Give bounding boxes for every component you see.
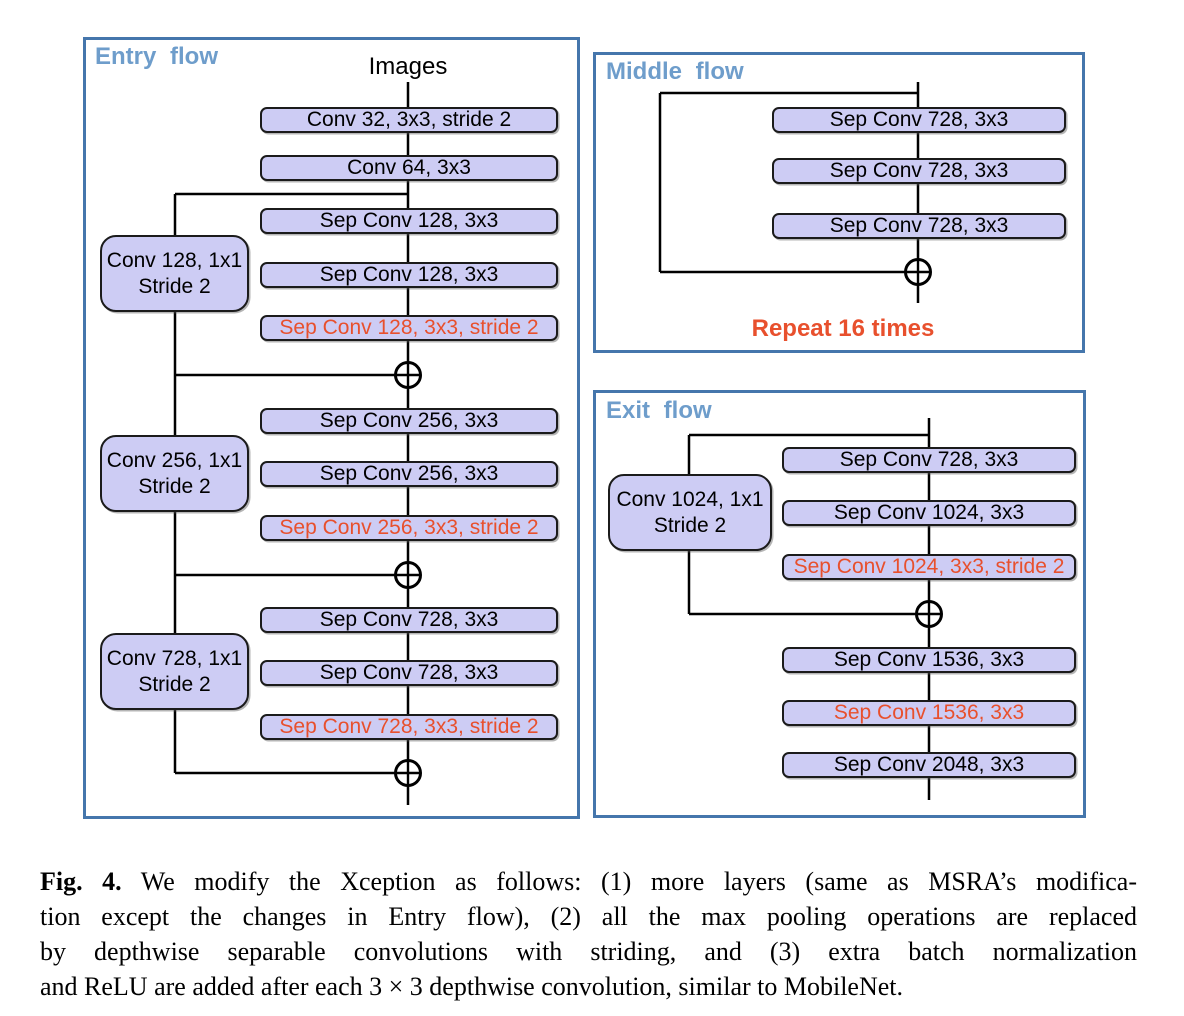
exit-node-sepconv1536-a: Sep Conv 1536, 3x3 <box>782 647 1076 673</box>
entry-node-sepconv728-a: Sep Conv 728, 3x3 <box>260 607 558 633</box>
middle-node-sepconv728-c: Sep Conv 728, 3x3 <box>772 213 1066 239</box>
skip-node-line1: Conv 256, 1x1 <box>106 448 243 472</box>
entry-node-sepconv256-b: Sep Conv 256, 3x3 <box>260 461 558 487</box>
middle-flow-panel <box>593 52 1085 353</box>
entry-flow-panel <box>83 37 580 819</box>
caption-figure-number: Fig. 4. <box>40 867 122 896</box>
images-label: Images <box>368 53 448 80</box>
entry-node-conv64: Conv 64, 3x3 <box>260 155 558 181</box>
exit-flow-panel <box>593 390 1086 818</box>
skip-node-line1: Conv 728, 1x1 <box>106 646 243 670</box>
entry-flow-title: Entry flow <box>95 43 219 70</box>
entry-skip-node-conv128: Conv 128, 1x1 Stride 2 <box>100 235 249 312</box>
entry-skip-node-conv728: Conv 728, 1x1 Stride 2 <box>100 633 249 710</box>
exit-flow-title: Exit flow <box>606 397 712 424</box>
middle-node-sepconv728-a: Sep Conv 728, 3x3 <box>772 107 1066 133</box>
add-node-icon <box>915 600 943 628</box>
exit-node-sepconv728: Sep Conv 728, 3x3 <box>782 447 1076 473</box>
caption-line-1: Fig. 4. We modify the Xception as follow… <box>40 864 1137 899</box>
exit-skip-node-conv1024: Conv 1024, 1x1 Stride 2 <box>608 474 772 551</box>
entry-node-conv32: Conv 32, 3x3, stride 2 <box>260 107 558 133</box>
add-node-icon <box>904 258 932 286</box>
entry-skip-node-conv256: Conv 256, 1x1 Stride 2 <box>100 435 249 512</box>
caption-text: We modify the Xception as follows: (1) m… <box>140 867 1138 896</box>
add-node-icon <box>394 759 422 787</box>
entry-node-sepconv256-a: Sep Conv 256, 3x3 <box>260 408 558 434</box>
skip-node-line2: Stride 2 <box>653 513 727 537</box>
caption-line-3: by depthwise separable convolutions with… <box>40 937 1137 966</box>
entry-node-sepconv256-stride2: Sep Conv 256, 3x3, stride 2 <box>260 515 558 541</box>
add-node-icon <box>394 561 422 589</box>
repeat-16-times-label: Repeat 16 times <box>751 315 935 342</box>
add-node-icon <box>394 361 422 389</box>
skip-node-line1: Conv 128, 1x1 <box>106 248 243 272</box>
skip-node-line1: Conv 1024, 1x1 <box>616 487 764 511</box>
skip-node-line2: Stride 2 <box>138 274 211 298</box>
exit-node-sepconv1024: Sep Conv 1024, 3x3 <box>782 500 1076 526</box>
caption-line-4: and ReLU are added after each 3 × 3 dept… <box>40 972 904 1001</box>
exit-node-sepconv1024-stride2: Sep Conv 1024, 3x3, stride 2 <box>782 554 1076 580</box>
skip-node-line2: Stride 2 <box>138 474 211 498</box>
middle-flow-title: Middle flow <box>606 58 744 85</box>
entry-node-sepconv128-stride2: Sep Conv 128, 3x3, stride 2 <box>260 315 558 341</box>
skip-node-line2: Stride 2 <box>138 672 211 696</box>
middle-flow-wires <box>658 82 920 303</box>
entry-node-sepconv728-stride2: Sep Conv 728, 3x3, stride 2 <box>260 714 558 740</box>
exit-node-sepconv1536-b: Sep Conv 1536, 3x3 <box>782 700 1076 726</box>
exit-node-sepconv2048: Sep Conv 2048, 3x3 <box>782 752 1076 778</box>
entry-node-sepconv728-b: Sep Conv 728, 3x3 <box>260 660 558 686</box>
middle-node-sepconv728-b: Sep Conv 728, 3x3 <box>772 158 1066 184</box>
figure-caption: Fig. 4. We modify the Xception as follow… <box>40 864 1137 1004</box>
entry-node-sepconv128-b: Sep Conv 128, 3x3 <box>260 262 558 288</box>
entry-node-sepconv128-a: Sep Conv 128, 3x3 <box>260 208 558 234</box>
caption-line-2: tion except the changes in Entry flow), … <box>40 902 1137 931</box>
